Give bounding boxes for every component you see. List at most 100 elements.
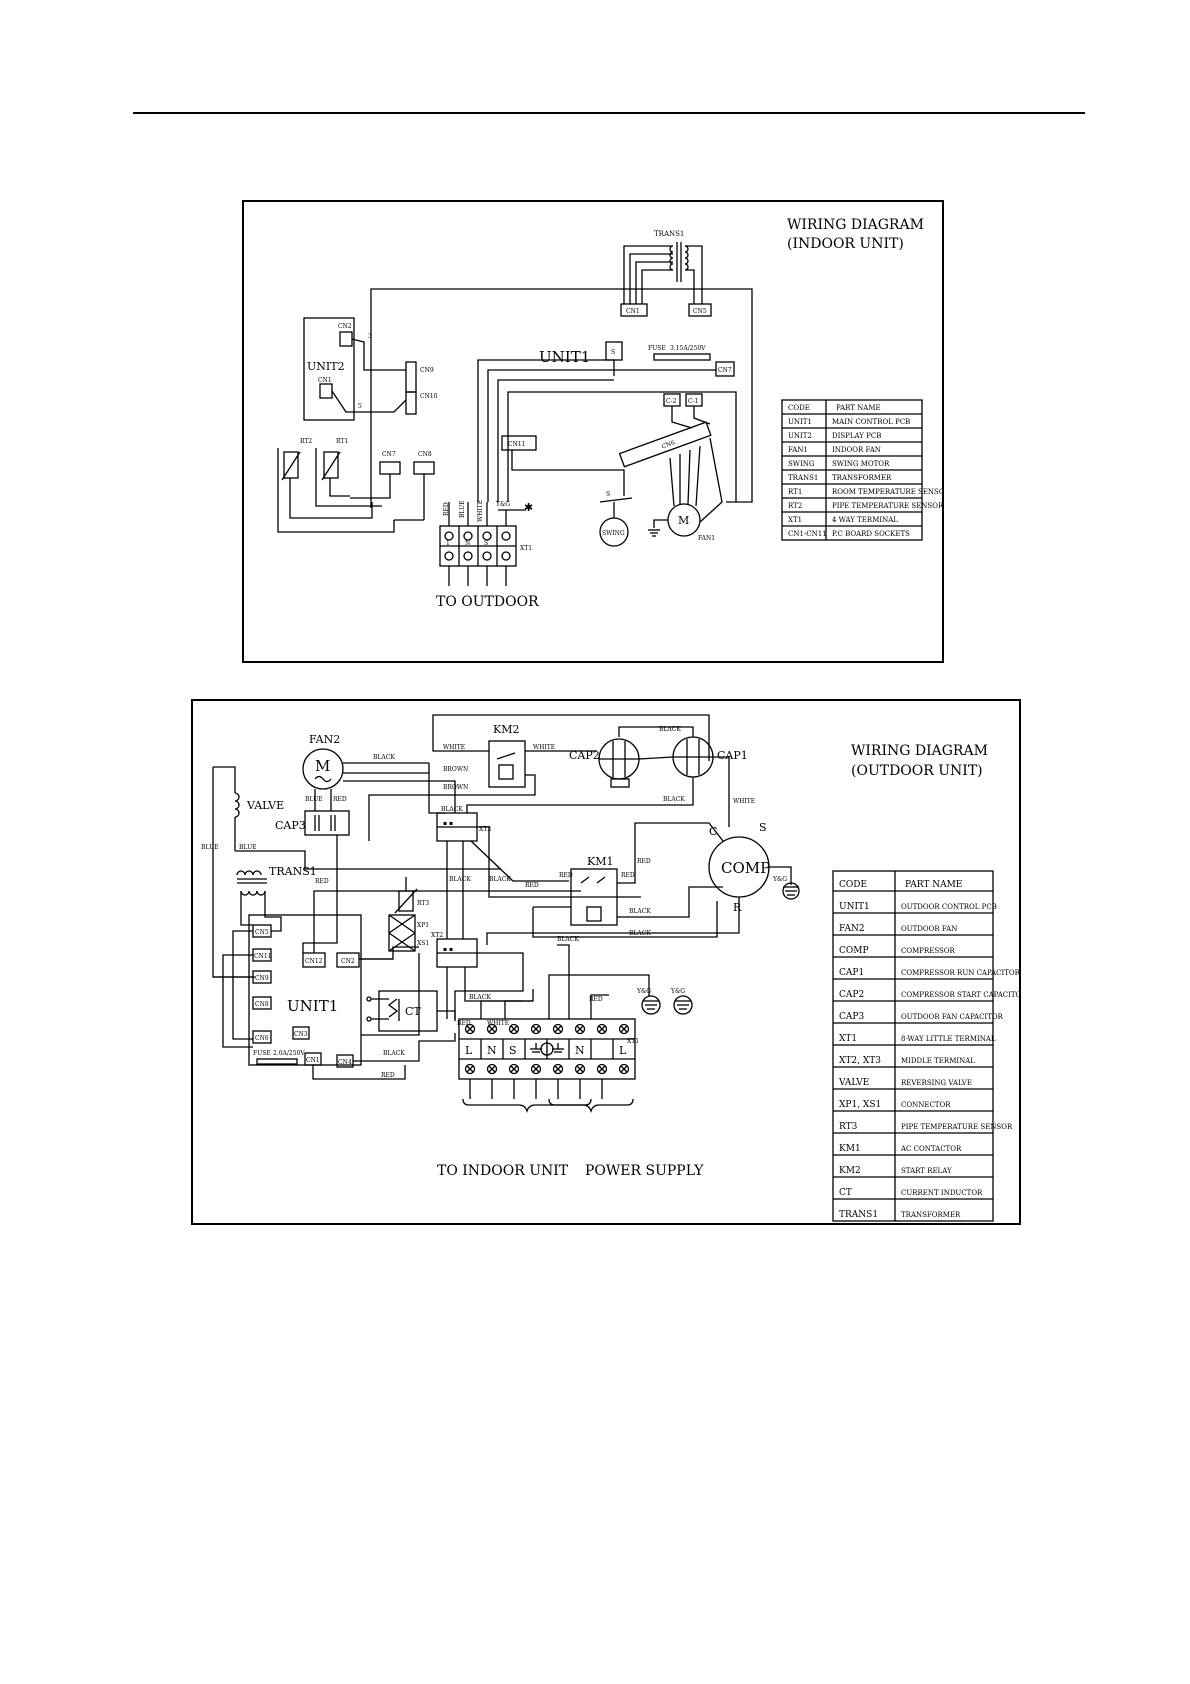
indoor-xt1-term1-label: 1	[446, 540, 450, 547]
outdoor-wire-red-9: RED	[589, 996, 603, 1003]
outdoor-km2-relay: KM2	[368, 714, 710, 841]
outdoor-table-row-part: MIDDLE TERMINAL	[901, 1057, 975, 1065]
outdoor-table-row-part: CONNECTOR	[901, 1101, 951, 1109]
indoor-table-row-code: CN1-CN11	[788, 530, 827, 538]
indoor-cn7-socket	[379, 461, 401, 475]
outdoor-table-row-code: COMP	[839, 946, 869, 956]
outdoor-ground-2	[673, 995, 693, 1015]
outdoor-cn9-label: CN9	[255, 975, 269, 982]
indoor-fan1-label: FAN1	[698, 535, 715, 542]
outdoor-unit1-label: UNIT1	[287, 997, 338, 1015]
indoor-table-header-part: PART NAME	[836, 404, 881, 412]
outdoor-cap2: CAP2	[569, 738, 640, 788]
indoor-cn6-socket: CN6	[618, 421, 712, 468]
outdoor-wire-white-1: WHITE	[443, 744, 465, 751]
outdoor-cn11-label: CN11	[254, 953, 271, 960]
outdoor-wire-black-6: BLACK	[489, 876, 511, 883]
outdoor-wire-red-4: RED	[621, 872, 635, 879]
indoor-cn9-label: CN9	[420, 367, 434, 374]
outdoor-comp-yg-label: Y&G	[772, 876, 787, 883]
outdoor-xt3-label: XT3	[479, 826, 491, 833]
outdoor-wire-black-1: BLACK	[373, 754, 395, 761]
indoor-wiring-diagram: WIRING DIAGRAM (INDOOR UNIT) TRANS1 CN1 …	[242, 200, 944, 663]
outdoor-xt2-terminal: XT2 ▪ ▪	[431, 932, 478, 968]
outdoor-wire-red-7: RED	[457, 1020, 471, 1027]
indoor-s-label: S	[611, 349, 615, 356]
outdoor-table-row-code: CAP3	[839, 1012, 864, 1022]
outdoor-diagram-svg: WIRING DIAGRAM (OUTDOOR UNIT) FAN2 M BLA…	[201, 714, 1019, 1222]
outdoor-fan2-motor: FAN2 M	[302, 733, 429, 811]
outdoor-wire-black-2: BLACK	[659, 726, 681, 733]
indoor-fuse-rating: 3.15A/250V	[670, 345, 706, 352]
indoor-table-row-part: MAIN CONTROL PCB	[832, 418, 910, 426]
indoor-board-outline	[370, 288, 753, 508]
outdoor-wire-red-3: RED	[559, 872, 573, 879]
indoor-table-row-part: INDOOR FAN	[832, 446, 881, 454]
outdoor-table-header-part: PART NAME	[905, 880, 962, 890]
outdoor-valve-coil	[234, 792, 240, 818]
outdoor-cn2-label: CN2	[341, 958, 355, 965]
indoor-cn10-label: CN10	[420, 393, 438, 400]
svg-text:✱: ✱	[524, 501, 533, 514]
outdoor-cap2-label: CAP2	[569, 749, 600, 762]
outdoor-cap3-label: CAP3	[275, 819, 306, 832]
outdoor-table-row-part: COMPRESSOR START CAPACITOR	[901, 991, 1019, 999]
outdoor-table-row-part: PIPE TEMPERATURE SENSOR	[901, 1123, 1013, 1131]
outdoor-xt1-label-5: N	[575, 1044, 585, 1057]
indoor-cn2-label: CN2	[338, 323, 352, 330]
indoor-table-row-code: TRANS1	[788, 474, 818, 482]
indoor-cn9-socket	[405, 361, 417, 393]
indoor-table-row-code: FAN1	[788, 446, 808, 454]
indoor-c2-label: C-2	[666, 398, 677, 405]
outdoor-wire-red-5: RED	[637, 858, 651, 865]
outdoor-table-row-part: REVERSING VALVE	[901, 1079, 972, 1087]
outdoor-xt2-label: XT2	[431, 932, 443, 939]
indoor-wire-red-label: RED	[443, 502, 450, 516]
indoor-cn11-socket	[501, 435, 537, 451]
outdoor-wire-red-2: RED	[525, 882, 539, 889]
outdoor-table-row-code: CAP1	[839, 968, 864, 978]
outdoor-comp-label: COMP	[721, 859, 770, 877]
outdoor-table-row-code: XP1, XS1	[839, 1100, 881, 1110]
indoor-cn1-left-label: CN1	[318, 377, 332, 384]
indoor-swing-label: SWING	[602, 530, 625, 537]
indoor-fan1-m-label: M	[678, 514, 689, 527]
indoor-table-row-part: SWING MOTOR	[832, 460, 890, 468]
indoor-table-row-part: DISPLAY PCB	[832, 432, 881, 440]
outdoor-xt1-label-2: S	[509, 1044, 517, 1057]
indoor-unit2-display-pcb	[303, 317, 355, 421]
indoor-cn1-top-socket	[620, 303, 648, 317]
outdoor-cn1-label: CN1	[306, 1057, 320, 1064]
outdoor-xt1-label-7: L	[619, 1044, 627, 1057]
outdoor-cn5-label: CN5	[255, 929, 269, 936]
indoor-cn7-label: CN7	[382, 451, 396, 458]
indoor-table-row-part: TRANSFORMER	[832, 474, 892, 482]
outdoor-table-row-code: FAN2	[839, 924, 865, 934]
outdoor-rt3-sensor: RT3 XP1 XS1	[388, 877, 429, 952]
outdoor-km1-label: KM1	[587, 855, 613, 868]
outdoor-comp-s-label: S	[759, 821, 767, 834]
indoor-table-row-code: RT2	[788, 502, 802, 510]
indoor-table-row-code: XT1	[788, 516, 802, 524]
outdoor-cap1-label: CAP1	[717, 749, 748, 762]
outdoor-wire-white-3: WHITE	[733, 798, 755, 805]
outdoor-ground1-yg: Y&G	[636, 988, 651, 995]
outdoor-table-row-code: XT1	[839, 1034, 857, 1044]
outdoor-xt1-label-1: N	[487, 1044, 497, 1057]
outdoor-table-row-code: VALVE	[838, 1078, 869, 1088]
outdoor-table-header-code: CODE	[839, 880, 867, 890]
indoor-cn5-label: CN5	[693, 308, 707, 315]
indoor-cn1-top-label: CN1	[626, 308, 640, 315]
outdoor-table-row-part: 8-WAY LITTLE TERMINAL	[901, 1035, 996, 1043]
indoor-trans1-label: TRANS1	[654, 230, 684, 238]
indoor-rt2-sensor: RT2	[277, 438, 395, 533]
indoor-xt1-term2-label: N	[465, 540, 470, 547]
indoor-xt1-label: XT1	[520, 545, 532, 552]
indoor-table-row-code: SWING	[788, 460, 815, 468]
outdoor-wire-black-10: BLACK	[383, 1050, 405, 1057]
outdoor-km2-label: KM2	[493, 723, 519, 736]
outdoor-fuse-label: FUSE	[253, 1050, 271, 1057]
outdoor-fuse-rating: 2.0A/250V	[273, 1050, 305, 1057]
outdoor-ground2-yg: Y&G	[670, 988, 685, 995]
